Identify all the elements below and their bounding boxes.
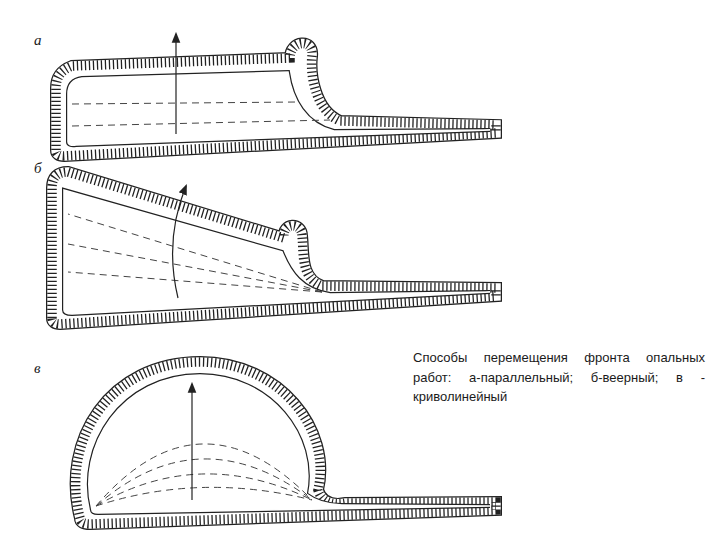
figure-letter: б	[34, 160, 42, 177]
fan-stope	[52, 172, 496, 324]
rock-contour	[52, 172, 496, 324]
rock-contour	[56, 43, 496, 156]
working-face	[64, 190, 490, 314]
face-position	[96, 444, 312, 506]
rock-contour	[76, 362, 496, 524]
rock-hatch	[56, 43, 496, 156]
rock-hatch	[52, 172, 496, 324]
rock-contour	[52, 172, 496, 324]
advance-arrow	[173, 186, 186, 298]
working-face	[64, 190, 490, 314]
figure-caption: Способы перемещения фронта опальных рабо…	[413, 348, 705, 407]
advance-arrow	[191, 384, 192, 500]
face-position	[72, 102, 330, 126]
curved-stope	[76, 362, 496, 524]
working-face	[68, 72, 490, 145]
face-position	[68, 214, 322, 292]
parallel-stope	[56, 34, 496, 156]
rock-contour	[76, 362, 496, 524]
rock-contour	[56, 43, 496, 156]
advance-arrow	[175, 34, 176, 134]
figure-letter: в	[34, 360, 41, 377]
figure-letter: а	[34, 32, 42, 49]
rock-hatch	[76, 362, 496, 524]
working-face	[68, 72, 490, 145]
